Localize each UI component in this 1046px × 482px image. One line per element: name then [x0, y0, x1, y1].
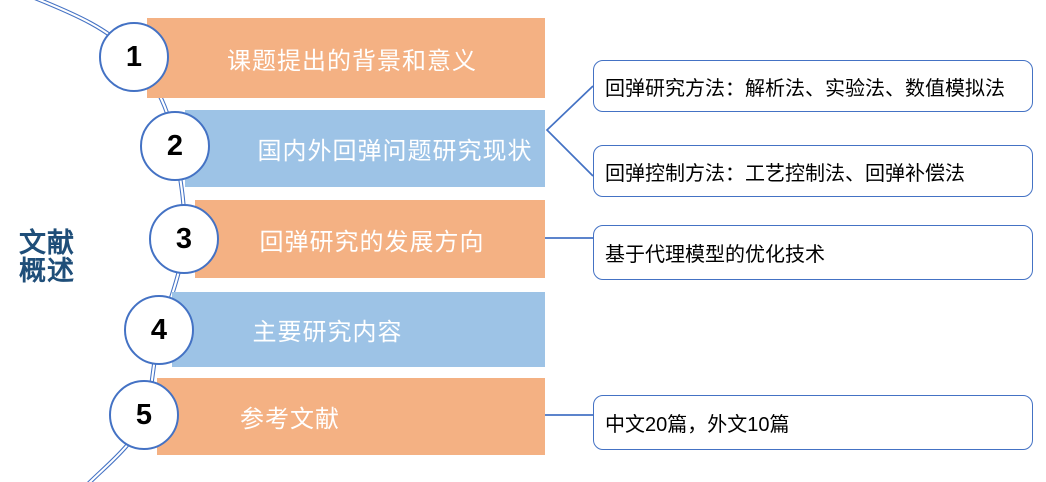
- annotation-box-surrogate-optimization: 基于代理模型的优化技术: [593, 225, 1033, 280]
- stage-node-5: 5: [109, 380, 179, 450]
- stage2-branch-connector: [545, 85, 594, 177]
- annotation-text: 基于代理模型的优化技术: [605, 244, 825, 266]
- annotation-box-control-methods: 回弹控制方法：工艺控制法、回弹补偿法: [593, 145, 1033, 197]
- annotation-text: 中文20篇，外文10篇: [605, 414, 790, 436]
- stage-node-2: 2: [140, 111, 210, 181]
- stage-bar-5-label: 参考文献: [240, 406, 340, 433]
- annotation-text: 回弹研究方法：解析法、实验法、数值模拟法: [605, 77, 1005, 100]
- annotation-box-research-methods: 回弹研究方法：解析法、实验法、数值模拟法: [593, 60, 1033, 112]
- stage-bar-4-label: 主要研究内容: [252, 319, 403, 346]
- diagram-title: 文献 概述: [19, 228, 75, 287]
- stage-node-4: 4: [124, 295, 194, 365]
- stage-bar-3-label: 回弹研究的发展方向: [259, 228, 485, 256]
- stage-bar-1-label: 课题提出的背景和意义: [227, 47, 477, 75]
- stage-node-2-number: 2: [166, 129, 184, 162]
- stage-node-1: 1: [99, 22, 169, 92]
- stage-bar-1: 课题提出的背景和意义: [147, 18, 545, 98]
- stage-bar-3: 回弹研究的发展方向: [195, 200, 545, 278]
- stage-bar-2: 国内外回弹问题研究现状: [185, 110, 545, 187]
- stage-node-4-number: 4: [150, 313, 168, 346]
- stage-node-3: 3: [149, 204, 219, 274]
- annotation-box-reference-counts: 中文20篇，外文10篇: [593, 395, 1033, 450]
- stage-bar-4: 主要研究内容: [172, 292, 545, 367]
- annotation-text: 回弹控制方法：工艺控制法、回弹补偿法: [605, 162, 965, 185]
- stage-node-1-number: 1: [125, 40, 143, 73]
- stage-node-3-number: 3: [175, 222, 193, 255]
- stage-bar-5: 参考文献: [157, 378, 545, 455]
- stage-bar-2-label: 国内外回弹问题研究现状: [257, 138, 533, 165]
- stage-node-5-number: 5: [135, 398, 153, 431]
